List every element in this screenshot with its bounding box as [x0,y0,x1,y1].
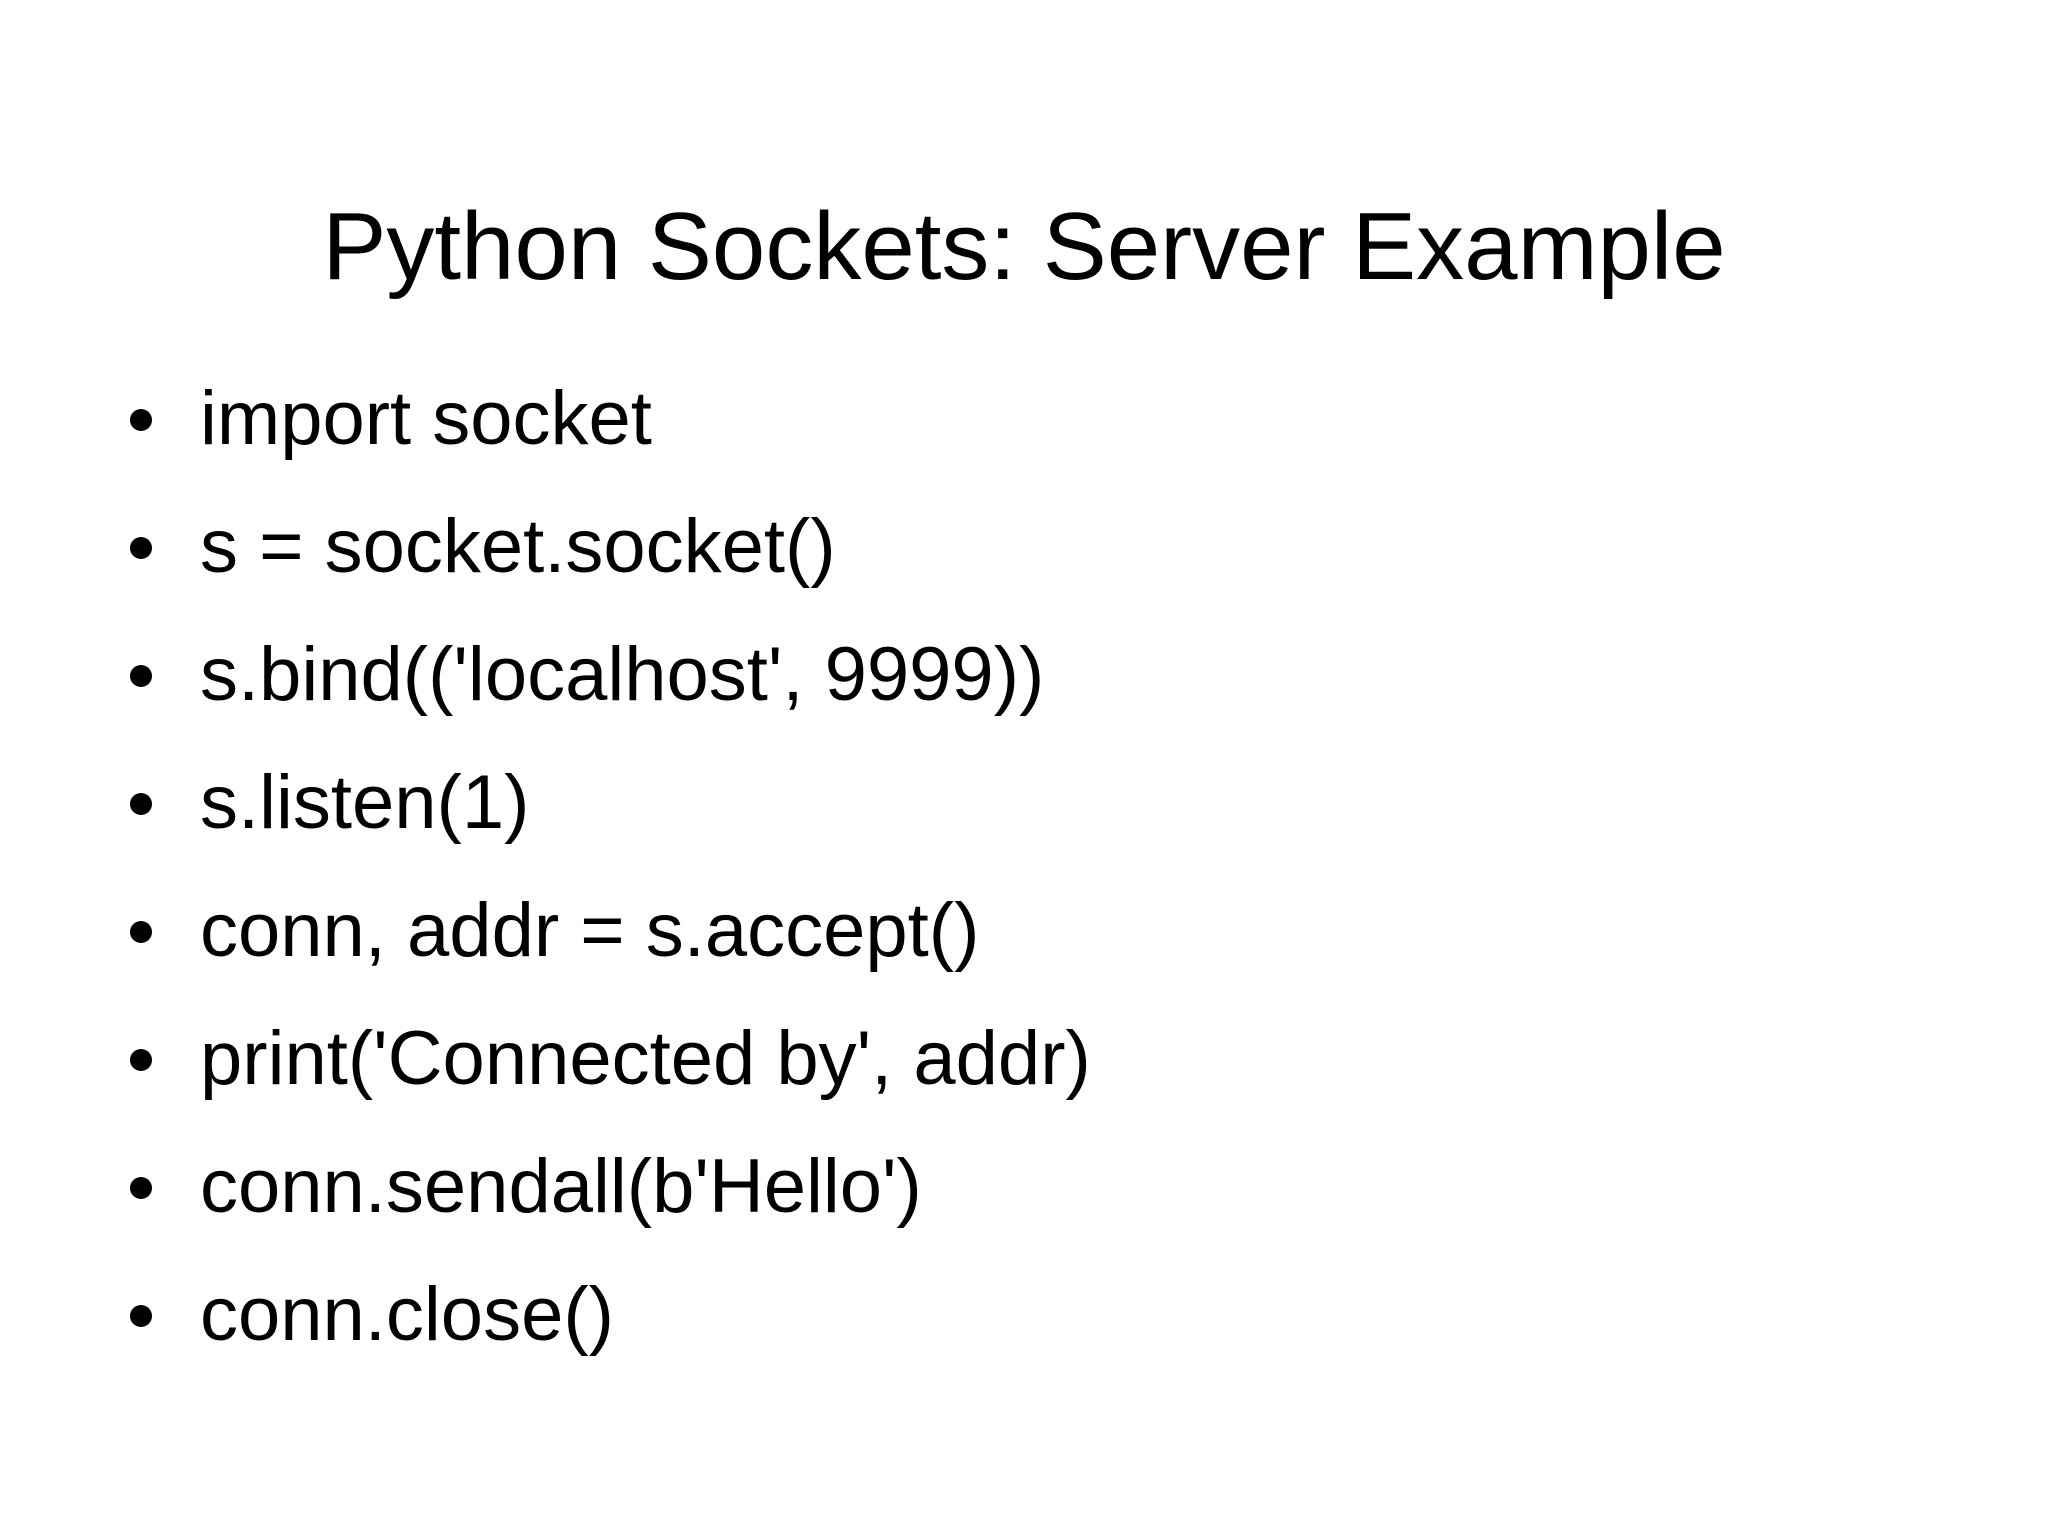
list-item-label: conn, addr = s.accept() [200,888,980,973]
bullet-dot-icon [130,665,152,687]
bullet-dot-icon [130,793,152,815]
bullet-dot-icon [130,409,152,431]
bullet-dot-icon [130,537,152,559]
list-item: s.listen(1) [118,757,1918,885]
list-item: s = socket.socket() [118,501,1918,629]
bullet-dot-icon [130,921,152,943]
bullet-dot-icon [130,1177,152,1199]
list-item-label: import socket [200,376,652,461]
list-item: import socket [118,373,1918,501]
list-item: conn.close() [118,1269,1918,1397]
list-item-label: s.bind(('localhost', 9999)) [200,632,1045,717]
bullet-dot-icon [130,1049,152,1071]
list-item: s.bind(('localhost', 9999)) [118,629,1918,757]
bullet-dot-icon [130,1305,152,1327]
list-item: print('Connected by', addr) [118,1013,1918,1141]
bullet-list: import socket s = socket.socket() s.bind… [118,373,1918,1397]
list-item-label: print('Connected by', addr) [200,1016,1091,1101]
list-item-label: s = socket.socket() [200,504,836,589]
page-title: Python Sockets: Server Example [322,193,1726,301]
list-item-label: conn.close() [200,1272,614,1357]
list-item: conn, addr = s.accept() [118,885,1918,1013]
list-item-label: s.listen(1) [200,760,530,845]
list-item-label: conn.sendall(b'Hello') [200,1144,922,1229]
list-item: conn.sendall(b'Hello') [118,1141,1918,1269]
